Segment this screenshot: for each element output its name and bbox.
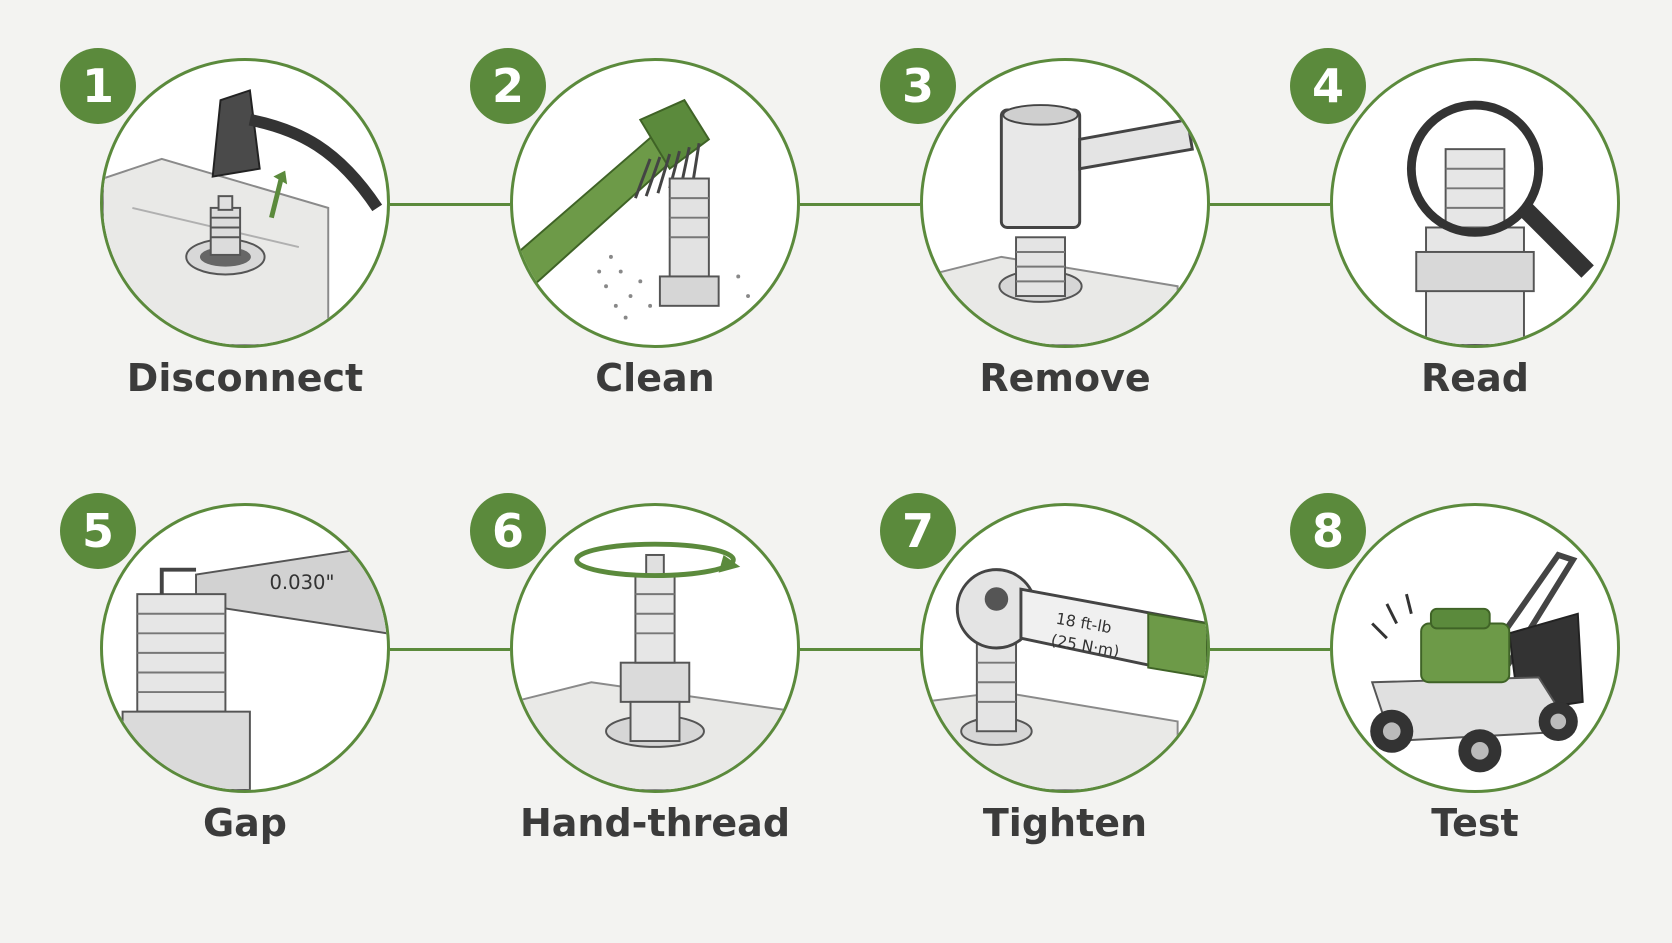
step-7-number-badge: 7 xyxy=(880,493,956,569)
connector-3-4 xyxy=(1210,203,1330,206)
step-8-label: Test xyxy=(1431,801,1519,845)
step-8: 8 Test xyxy=(1290,493,1630,943)
step-3-number-badge: 3 xyxy=(880,48,956,124)
socket-wrench-icon xyxy=(923,104,1194,345)
connector-6-7 xyxy=(800,648,920,651)
step-7: 18 ft-lb (25 N·m) 7 Tighten xyxy=(880,493,1220,943)
step-6-illustration xyxy=(510,503,800,793)
step-7-illustration: 18 ft-lb (25 N·m) xyxy=(920,503,1210,793)
connector-7-8 xyxy=(1210,648,1330,651)
step-1: 1 Disconnect xyxy=(60,48,400,498)
step-2-illustration xyxy=(510,58,800,348)
spark-plug-wire-icon xyxy=(103,89,383,345)
connector-2-3 xyxy=(800,203,920,206)
magnifying-glass-icon xyxy=(1406,100,1594,345)
rotate-arrow-icon xyxy=(513,541,797,790)
step-4-number-badge: 4 xyxy=(1290,48,1366,124)
step-6: 6 Hand-thread xyxy=(470,493,810,943)
step-4-label: Read xyxy=(1421,356,1529,400)
step-5: 0.030" 5 Gap xyxy=(60,493,400,943)
step-1-number-badge: 1 xyxy=(60,48,136,124)
step-4: 4 Read xyxy=(1290,48,1630,498)
step-6-number-badge: 6 xyxy=(470,493,546,569)
step-2: 2 Clean xyxy=(470,48,810,498)
gap-gauge-value: 0.030" xyxy=(269,571,334,594)
step-2-label: Clean xyxy=(595,356,715,400)
step-6-label: Hand-thread xyxy=(519,801,791,845)
connector-5-6 xyxy=(390,648,510,651)
step-1-label: Disconnect xyxy=(126,356,364,400)
step-1-illustration xyxy=(100,58,390,348)
step-3-illustration xyxy=(920,58,1210,348)
step-4-illustration xyxy=(1330,58,1620,348)
step-5-label: Gap xyxy=(202,801,288,845)
step-2-number-badge: 2 xyxy=(470,48,546,124)
connector-1-2 xyxy=(390,203,510,206)
step-5-illustration: 0.030" xyxy=(100,503,390,793)
step-5-number-badge: 5 xyxy=(60,493,136,569)
step-7-label: Tighten xyxy=(982,801,1148,845)
lawn-mower-icon xyxy=(1370,551,1584,773)
step-8-illustration xyxy=(1330,503,1620,793)
wire-brush-icon xyxy=(513,98,750,320)
torque-wrench-icon: 18 ft-lb (25 N·m) xyxy=(923,568,1207,790)
step-3-label: Remove xyxy=(979,356,1151,400)
step-3: 3 Remove xyxy=(880,48,1220,498)
step-8-number-badge: 8 xyxy=(1290,493,1366,569)
feeler-gauge-icon: 0.030" xyxy=(121,544,387,790)
